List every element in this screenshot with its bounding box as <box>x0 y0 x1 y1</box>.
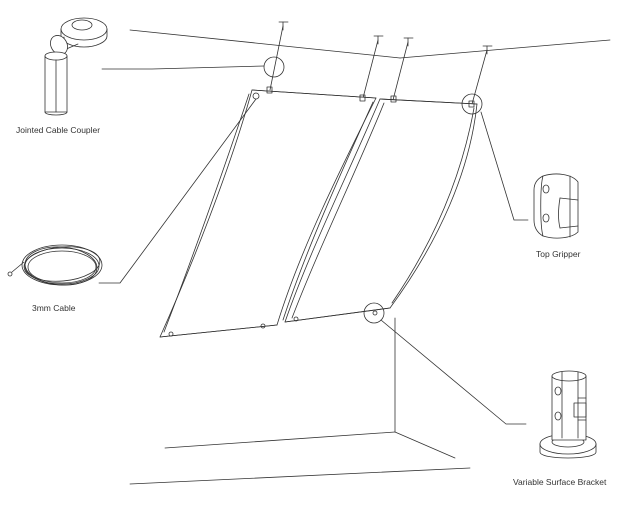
leader-line-coupler <box>102 66 264 69</box>
top-gripper-marker <box>469 101 474 107</box>
label-variable-surface-bracket: Variable Surface Bracket <box>513 477 607 487</box>
callout-circle-bracket <box>364 303 384 323</box>
leader-line-gripper <box>481 112 528 220</box>
leader-line-cable <box>99 99 256 283</box>
ceiling-line-left <box>130 30 400 58</box>
callout-circle-gripper <box>462 94 482 114</box>
bottom-bracket-marker <box>169 332 173 336</box>
jointed-cable-coupler-icon <box>45 18 107 115</box>
top-gripper-marker <box>391 96 396 102</box>
top-gripper-marker <box>267 87 272 93</box>
fabric-panel-right <box>285 96 477 322</box>
fabric-panel-left <box>160 87 376 337</box>
leader-line-bracket <box>381 320 526 424</box>
wall-base-line-left <box>165 432 395 448</box>
label-jointed-cable-coupler: Jointed Cable Coupler <box>16 125 101 135</box>
label-top-gripper: Top Gripper <box>536 249 581 259</box>
floor-line <box>130 468 470 484</box>
bottom-bracket-marker <box>373 311 377 315</box>
room-outline <box>130 30 610 484</box>
suspension-cables <box>270 22 492 104</box>
suspension-cable-1 <box>270 26 283 90</box>
suspension-cable-4 <box>472 50 487 104</box>
label-3mm-cable: 3mm Cable <box>32 303 76 313</box>
top-gripper-icon <box>534 174 578 238</box>
callout-circle-coupler <box>264 57 284 77</box>
cable-coil-icon <box>8 244 102 288</box>
ceiling-anchor-icon <box>279 22 492 54</box>
variable-surface-bracket-icon <box>540 371 596 458</box>
top-gripper-marker <box>360 95 365 101</box>
suspension-cable-3 <box>393 42 408 100</box>
bottom-bracket-marker <box>294 317 298 321</box>
wall-base-line-right <box>395 432 455 458</box>
bottom-bracket-marker <box>261 324 265 328</box>
ceiling-line-right <box>400 40 610 58</box>
suspension-cable-2 <box>363 40 378 98</box>
